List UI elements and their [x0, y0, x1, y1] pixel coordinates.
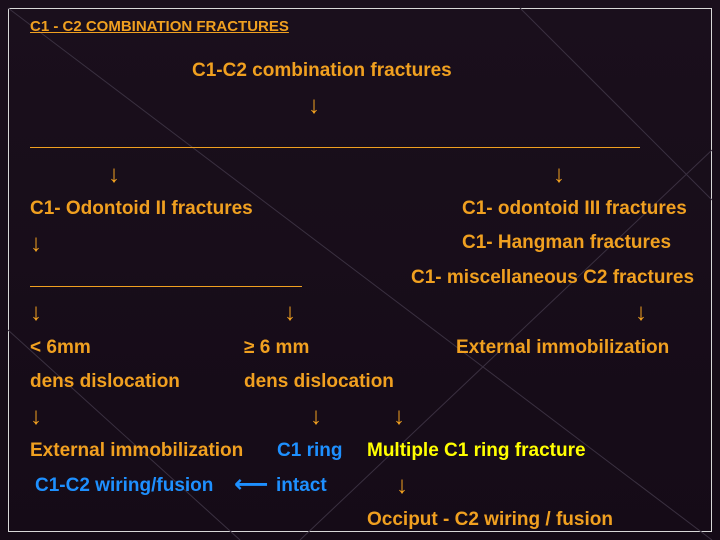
ge6-node-line1: ≥ 6 mm — [244, 337, 310, 358]
arrow-down-icon: ↓ — [635, 299, 647, 326]
branch-divider-left — [30, 286, 302, 287]
right-branch-node-line3: C1- miscellaneous C2 fractures — [411, 267, 695, 288]
arrow-down-icon: ↓ — [393, 403, 405, 430]
arrow-down-icon: ↓ — [30, 403, 42, 430]
lt6-treatment-node: External immobilization — [30, 440, 244, 461]
arrow-down-icon: ↓ — [108, 161, 120, 188]
arrow-down-icon: ↓ — [553, 161, 565, 188]
arrow-down-icon: ↓ — [284, 299, 296, 326]
c1-ring-label: C1 ring — [277, 440, 343, 461]
arrow-down-icon: ↓ — [308, 92, 320, 119]
intact-label: intact — [276, 475, 327, 496]
slide-title: C1 - C2 COMBINATION FRACTURES — [30, 18, 289, 35]
multiple-c1-ring-fracture-node: Multiple C1 ring fracture — [367, 440, 586, 461]
arrow-down-icon: ↓ — [396, 472, 408, 499]
right-treatment-node: External immobilization — [456, 337, 670, 358]
ge6-node-line2: dens dislocation — [244, 371, 394, 392]
right-branch-node-line1: C1- odontoid III fractures — [462, 198, 687, 219]
root-node: C1-C2 combination fractures — [192, 60, 452, 81]
arrow-down-icon: ↓ — [310, 403, 322, 430]
left-branch-node: C1- Odontoid II fractures — [30, 198, 253, 219]
lt6-node-line1: < 6mm — [30, 337, 91, 358]
arrow-down-icon: ↓ — [30, 299, 42, 326]
slide-frame — [8, 8, 712, 532]
right-branch-node-line2: C1- Hangman fractures — [462, 232, 672, 253]
branch-divider-top — [30, 147, 640, 148]
occiput-c2-wiring-node: Occiput - C2 wiring / fusion — [367, 509, 613, 530]
lt6-node-line2: dens dislocation — [30, 371, 180, 392]
arrow-left-icon: ⟵ — [234, 471, 269, 498]
c1-c2-wiring-node: C1-C2 wiring/fusion — [35, 475, 214, 496]
arrow-down-icon: ↓ — [30, 230, 42, 257]
